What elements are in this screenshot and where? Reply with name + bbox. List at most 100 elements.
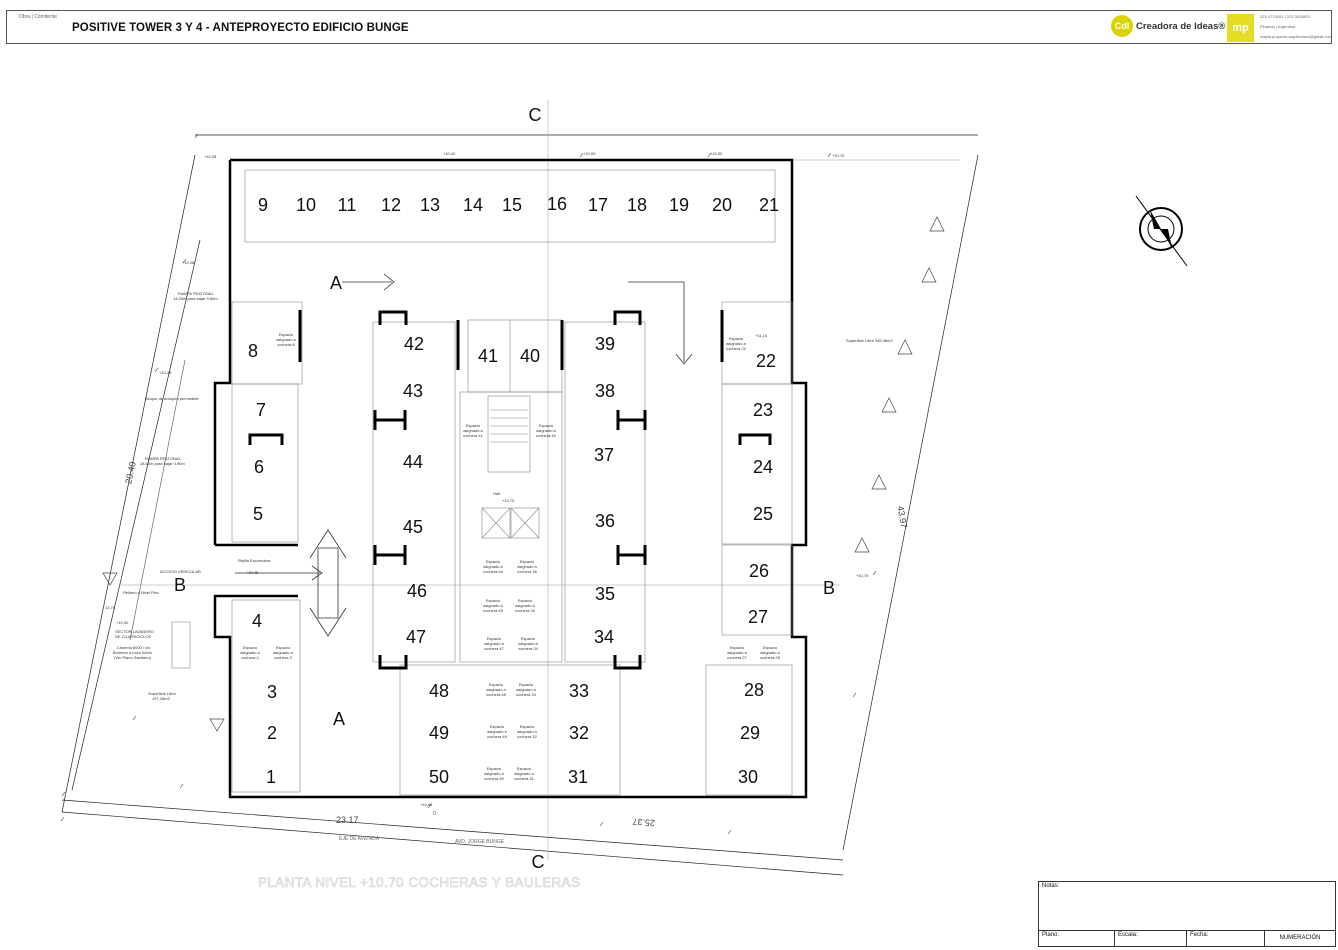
spot-49: 49 — [429, 723, 449, 743]
fill-level-label: Relleno a Nivel Piso — [123, 590, 160, 595]
header-small-label: Obra | Comitente — [19, 14, 57, 20]
svg-text:cochera 45: cochera 45 — [483, 608, 504, 613]
drawing-title: POSITIVE TOWER 3 Y 4 - ANTEPROYECTO EDIF… — [72, 22, 409, 34]
right-lower-strip — [705, 664, 793, 796]
section-mark-a-upper: A — [330, 273, 342, 293]
svg-text:cochera 35: cochera 35 — [515, 608, 536, 613]
svg-text:asignado a: asignado a — [484, 771, 504, 776]
contact-email: mapla.proyecto.arquitectura@gmail.com — [1260, 34, 1332, 39]
logo-name: Creadora de Ideas® — [1136, 20, 1226, 32]
level-top-1: +10,40 — [443, 151, 456, 156]
title-block: Notas: Plano: Escala: Fecha: NUMERACIÓN — [1038, 881, 1336, 947]
svg-text:asignado a: asignado a — [487, 729, 507, 734]
core-box — [459, 391, 563, 663]
level-marker-7 — [102, 572, 118, 586]
spot-40: 40 — [520, 346, 540, 366]
svg-text:asignado a: asignado a — [483, 603, 503, 608]
svg-text:asignado a: asignado a — [483, 564, 503, 569]
stair — [487, 395, 531, 473]
level-left-3: +10,28 — [204, 154, 217, 159]
svg-text:asignado a: asignado a — [273, 650, 293, 655]
dim-left: 20.40 — [123, 461, 137, 485]
svg-text:cochera 40: cochera 40 — [536, 433, 557, 438]
spot-4: 4 — [252, 611, 262, 631]
level-marker-6 — [854, 537, 870, 553]
svg-text:asignado a: asignado a — [518, 641, 538, 646]
notes-label: Notas: — [1042, 883, 1060, 889]
spot-15: 15 — [502, 195, 522, 215]
spot-48: 48 — [429, 681, 449, 701]
wash-area-label-2: DE CUATRICICLOS — [115, 634, 151, 639]
access-arrow — [235, 565, 323, 581]
spot-28: 28 — [744, 680, 764, 700]
spot-36: 36 — [595, 511, 615, 531]
hall-label: Hall — [493, 491, 500, 496]
svg-text:Espacio: Espacio — [518, 598, 533, 603]
elevator-1 — [481, 507, 511, 539]
hall-level: +10,70 — [502, 498, 515, 503]
spot-22: 22 — [756, 351, 776, 371]
svg-text:Espacio: Espacio — [763, 645, 778, 650]
vehicle-access-label: ACCESO VEHICULAR — [160, 569, 201, 574]
svg-text:asignado a: asignado a — [484, 641, 504, 646]
svg-text:Espacio: Espacio — [243, 645, 258, 650]
spot-11: 11 — [338, 195, 357, 215]
svg-text:Espacio: Espacio — [486, 598, 501, 603]
spot-2: 2 — [267, 723, 277, 743]
spot-19: 19 — [669, 195, 689, 215]
spot-47: 47 — [406, 627, 426, 647]
ramp-line — [71, 239, 201, 791]
spot-50: 50 — [429, 767, 449, 787]
level-marker-2 — [921, 267, 937, 283]
svg-text:cochera 50: cochera 50 — [484, 776, 505, 781]
svg-text:Espacio: Espacio — [279, 332, 294, 337]
free-area-left-value: 197,28m2 — [152, 696, 171, 701]
svg-text:cochera 36: cochera 36 — [517, 569, 538, 574]
permeable-block-label: Bloque de adoquín permeable — [145, 396, 199, 401]
spot-39: 39 — [595, 334, 615, 354]
contact-location: Pinamar | Argentina — [1260, 24, 1296, 29]
svg-text:cochera 49: cochera 49 — [487, 734, 508, 739]
spot-31: 31 — [568, 767, 588, 787]
dim-bottom-left: 23.17 — [336, 815, 359, 825]
scale-label: Escala: — [1115, 931, 1187, 947]
spot-7: 7 — [256, 400, 266, 420]
spot-27: 27 — [748, 607, 768, 627]
arrow-right — [342, 273, 395, 291]
svg-text:cochera 46: cochera 46 — [483, 569, 504, 574]
section-mark-c-bottom: C — [532, 852, 545, 872]
level-bottom-1: +10,48 — [420, 802, 433, 807]
spot-17: 17 — [588, 195, 608, 215]
spot-23: 23 — [753, 400, 773, 420]
svg-text:cochera 33: cochera 33 — [516, 692, 537, 697]
level-left-4: +10,00 — [116, 620, 129, 625]
free-area-right-label: Superficie Libre 345,98m2 — [846, 338, 893, 343]
center-right-strip — [564, 321, 646, 663]
level-marker-3 — [897, 339, 913, 355]
spot-21: 21 — [759, 195, 779, 215]
svg-text:asignado a: asignado a — [463, 428, 483, 433]
svg-text:asignado a: asignado a — [517, 729, 537, 734]
svg-text:asignado a: asignado a — [486, 687, 506, 692]
level-right-1: +10,70 — [832, 153, 845, 158]
spot-18: 18 — [627, 195, 647, 215]
svg-text:asignado a: asignado a — [514, 771, 534, 776]
svg-text:cochera 47: cochera 47 — [484, 646, 505, 651]
spot-44: 44 — [403, 452, 423, 472]
street-axis-line — [61, 799, 844, 861]
access-level: +10,45 — [246, 570, 259, 575]
mp-logo: mp — [1227, 14, 1254, 42]
north-arrow-icon — [1135, 195, 1188, 267]
svg-text:cochera 34: cochera 34 — [518, 646, 539, 651]
spot-26: 26 — [749, 561, 769, 581]
